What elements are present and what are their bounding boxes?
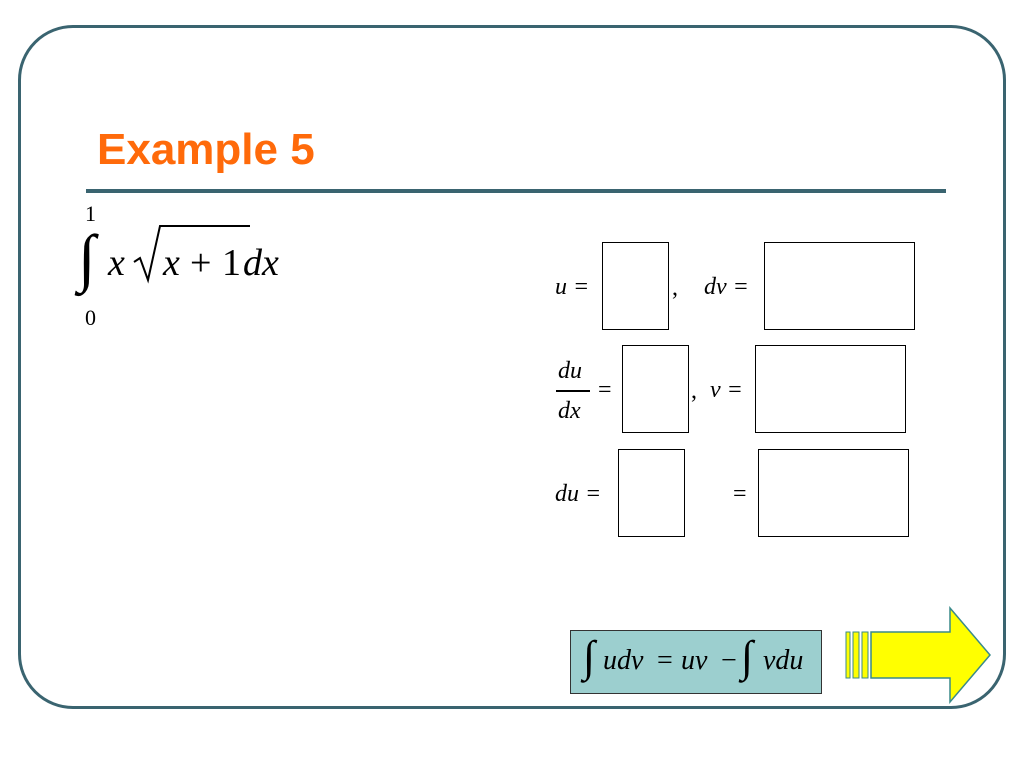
dv-input-box[interactable] <box>764 242 915 330</box>
formula-equals: = <box>657 645 673 676</box>
formula-uv: uv <box>681 645 708 676</box>
integral-lower-limit: 0 <box>85 305 96 330</box>
dx-denominator: dx <box>558 398 581 424</box>
v-input-box[interactable] <box>755 345 906 433</box>
row2-equals: = <box>598 377 612 403</box>
integral-sign-icon: ∫ <box>78 222 96 293</box>
slide-frame <box>18 25 1006 709</box>
integration-by-parts-formula: ∫ udv = uv − ∫ vdu <box>570 630 822 694</box>
integral-upper-limit: 1 <box>85 201 96 226</box>
formula-vdu: vdu <box>763 645 804 676</box>
radicand-plus: + <box>190 242 212 284</box>
formula-minus: − <box>721 645 737 676</box>
square-root-icon <box>133 225 250 284</box>
du-input-box[interactable] <box>618 449 685 537</box>
slide-title: Example 5 <box>97 125 315 174</box>
radicand-one: 1 <box>222 242 241 284</box>
row3-equals: = <box>733 481 747 507</box>
row3-result-box[interactable] <box>758 449 909 537</box>
integrand-x: x <box>108 242 125 284</box>
integral-sign-icon: ∫ <box>741 632 754 681</box>
integral-sign-icon: ∫ <box>583 632 596 681</box>
radicand-x: x <box>163 242 180 284</box>
du-dx-input-box[interactable] <box>622 345 689 433</box>
u-label: u = <box>555 274 590 300</box>
title-divider <box>86 189 946 193</box>
row2-comma: , <box>691 378 697 404</box>
formula-udv: udv <box>603 645 644 676</box>
dv-label: dv = <box>704 274 749 300</box>
right-arrow-icon[interactable] <box>845 606 993 706</box>
du-label: du = <box>555 481 602 507</box>
v-label: v = <box>710 377 743 403</box>
integral-dx: dx <box>243 242 279 284</box>
row1-comma: , <box>672 275 678 301</box>
fraction-bar <box>556 390 590 392</box>
du-numerator: du <box>558 358 582 384</box>
u-input-box[interactable] <box>602 242 669 330</box>
